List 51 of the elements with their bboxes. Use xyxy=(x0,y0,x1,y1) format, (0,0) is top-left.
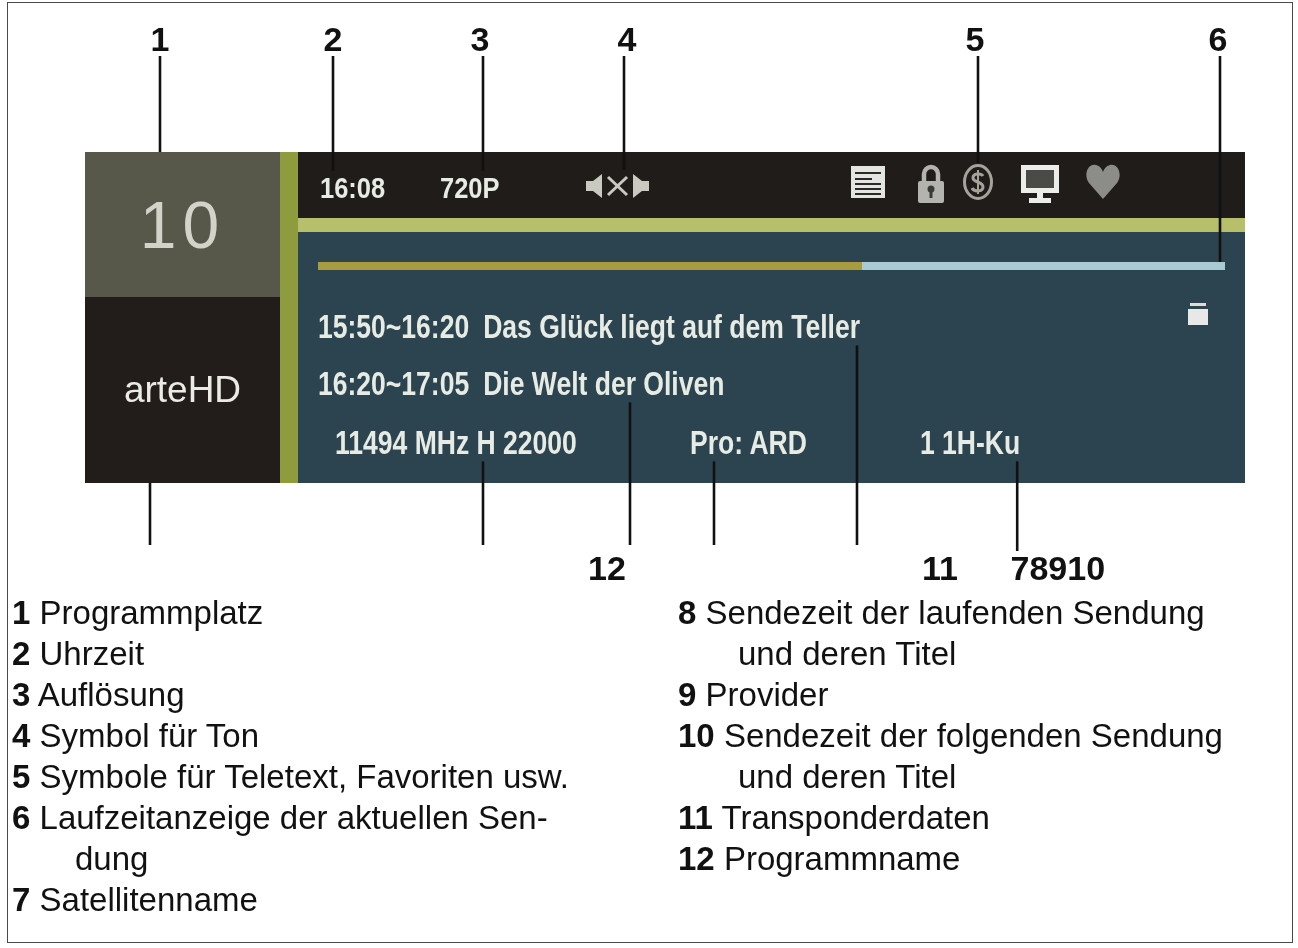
info-bar-panel xyxy=(85,152,1245,483)
callout-number: 5 xyxy=(965,22,985,56)
monitor-icon xyxy=(1021,165,1059,203)
leader-line xyxy=(976,56,980,163)
channel-number-box: 10 xyxy=(85,152,280,297)
broadcast-time: 15:50~16:20 xyxy=(318,308,470,346)
leader-line xyxy=(158,56,162,152)
key-entry: 9 Provider xyxy=(678,675,830,715)
key-entry: 2 Uhrzeit xyxy=(12,634,146,674)
callout-number: 3 xyxy=(470,22,490,56)
provider-text: Pro: ARD xyxy=(690,424,807,462)
clock-time: 16:08 xyxy=(320,171,386,204)
heart-icon xyxy=(1085,162,1121,200)
leader-line xyxy=(331,56,335,171)
progress-bar xyxy=(318,262,1225,270)
dollar-coin-icon xyxy=(962,163,994,201)
callout-number: 6 xyxy=(1208,22,1228,56)
programme-title: Die Welt der Oliven xyxy=(483,365,725,403)
leader-line xyxy=(1015,461,1019,551)
leader-line xyxy=(855,345,859,545)
lock-icon xyxy=(917,163,945,203)
broadcast-time: 16:20~17:05 xyxy=(318,365,470,403)
leader-line xyxy=(628,402,632,545)
key-entry: 10 Sendezeit der folgenden Sendung und deren Titel xyxy=(678,716,1224,797)
key-entry: 11 Transponderdaten xyxy=(678,798,991,838)
key-entry: 1 Programmplatz xyxy=(12,593,265,633)
callout-number: 4 xyxy=(617,22,637,56)
channel-name-box: arteHD xyxy=(85,297,280,483)
callout-number: 2 xyxy=(323,22,343,56)
key-entry: 5 Symbole für Teletext, Favoriten usw. xyxy=(12,757,569,797)
leader-line xyxy=(481,56,485,171)
resolution-text: 720P xyxy=(440,171,500,204)
leader-line xyxy=(712,461,716,545)
key-entry: 8 Sendezeit der laufenden Sendung und deren Titel xyxy=(678,593,1206,674)
programme-title: Das Glück liegt auf dem Teller xyxy=(483,308,860,346)
callout-number: 78910 xyxy=(1010,551,1106,585)
text-page-icon xyxy=(850,165,886,199)
leader-line xyxy=(1218,56,1222,262)
satellite-name: 1 1H-Ku xyxy=(920,424,1021,462)
leader-line xyxy=(481,461,485,545)
key-entry: 4 Symbol für Ton xyxy=(12,716,260,756)
key-entry: 7 Satellitenname xyxy=(12,880,259,920)
callout-number: 11 xyxy=(922,551,958,585)
key-entry: 12 Programmname xyxy=(678,839,962,879)
key-entry: 3 Auflösung xyxy=(12,675,186,715)
leader-line xyxy=(148,483,152,545)
callout-number: 1 xyxy=(150,22,170,56)
leader-line xyxy=(622,56,626,170)
key-entry: 6 Laufzeitanzeige der aktuellen Sen- dung xyxy=(12,798,549,879)
callout-number: 12 xyxy=(588,551,626,585)
transponder-data: 11494 MHz H 22000 xyxy=(335,424,577,462)
